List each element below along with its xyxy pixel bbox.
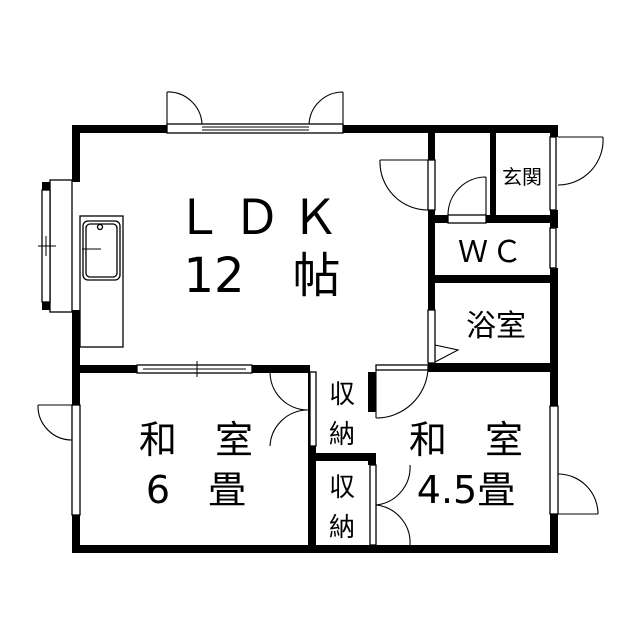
wc-label: ＷＣ [458, 235, 526, 270]
washitsu6-size: 6 畳 [146, 468, 246, 512]
closet-upper-line1: 収 [329, 380, 355, 410]
genkan-label: 玄関 [502, 165, 542, 189]
closet-lower-line2: 納 [329, 513, 355, 543]
doors [37, 136, 604, 546]
left-window [38, 179, 73, 313]
washitsu6-label: 和 室 [139, 418, 253, 462]
washitsu45-label: 和 室 [409, 418, 523, 462]
washitsu45-size: 4.5畳 [417, 468, 515, 512]
closet-lower-line1: 収 [329, 473, 355, 503]
ldk-label: ＬＤＫ [175, 190, 349, 246]
closet-upper-line2: 納 [329, 420, 355, 450]
kitchen-counter [79, 215, 124, 348]
ldk-size: 12 帖 [183, 248, 340, 304]
walls [72, 125, 558, 553]
bath-label: 浴室 [466, 309, 526, 344]
